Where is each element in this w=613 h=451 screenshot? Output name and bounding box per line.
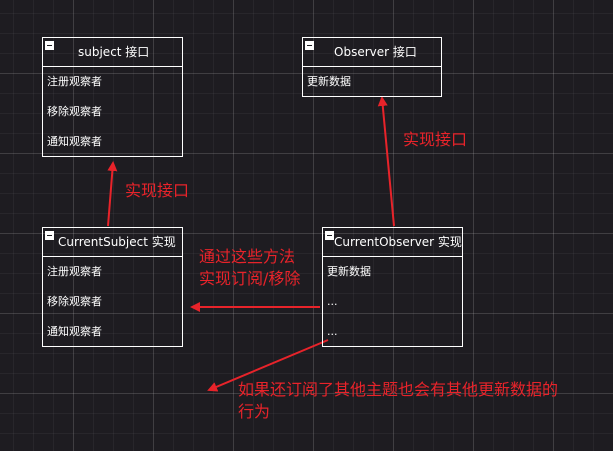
subject-method: 注册观察者 — [47, 75, 102, 88]
arrow-currentsubject-to-subject — [107, 161, 118, 227]
current-observer-method: ... — [327, 295, 338, 308]
observer-interface-box[interactable]: Observer 接口 更新数据 — [302, 37, 442, 97]
subject-title: subject 接口 — [78, 45, 150, 59]
collapse-icon[interactable] — [45, 41, 54, 50]
annotation-implements-left: 实现接口 — [125, 181, 190, 200]
current-observer-title: CurrentObserver 实现 — [334, 235, 462, 249]
current-subject-method: 通知观察者 — [47, 325, 102, 338]
current-subject-method: 移除观察者 — [47, 295, 102, 308]
collapse-icon[interactable] — [325, 231, 334, 240]
observer-header: Observer 接口 — [303, 38, 441, 67]
current-observer-box[interactable]: CurrentObserver 实现 更新数据 ... ... — [322, 227, 463, 347]
current-observer-header: CurrentObserver 实现 — [323, 228, 462, 257]
subject-method: 通知观察者 — [47, 135, 102, 148]
subject-header: subject 接口 — [43, 38, 182, 67]
current-observer-method: ... — [327, 325, 338, 338]
arrow-other-topics — [207, 339, 329, 392]
arrow-currentobserver-to-observer — [377, 96, 395, 227]
current-subject-title: CurrentSubject 实现 — [58, 235, 176, 249]
annotation-implements-right: 实现接口 — [403, 130, 468, 149]
current-subject-header: CurrentSubject 实现 — [43, 228, 182, 257]
collapse-icon[interactable] — [305, 41, 314, 50]
observer-title: Observer 接口 — [334, 45, 417, 59]
current-subject-method: 注册观察者 — [47, 265, 102, 278]
observer-method: 更新数据 — [307, 75, 351, 88]
current-observer-method: 更新数据 — [327, 265, 371, 278]
subject-interface-box[interactable]: subject 接口 注册观察者 移除观察者 通知观察者 — [42, 37, 183, 157]
annotation-subscribe-line1: 通过这些方法 — [199, 247, 296, 266]
annotation-other-topics-line1: 如果还订阅了其他主题也会有其他更新数据的 — [238, 380, 559, 399]
annotation-other-topics-line2: 行为 — [238, 402, 271, 421]
current-subject-methods: 注册观察者 移除观察者 通知观察者 — [43, 257, 182, 347]
subject-method: 移除观察者 — [47, 105, 102, 118]
current-observer-methods: 更新数据 ... ... — [323, 257, 462, 347]
observer-methods: 更新数据 — [303, 67, 441, 97]
annotation-subscribe-line2: 实现订阅/移除 — [199, 269, 301, 288]
subject-methods: 注册观察者 移除观察者 通知观察者 — [43, 67, 182, 157]
current-subject-box[interactable]: CurrentSubject 实现 注册观察者 移除观察者 通知观察者 — [42, 227, 183, 347]
collapse-icon[interactable] — [45, 231, 54, 240]
